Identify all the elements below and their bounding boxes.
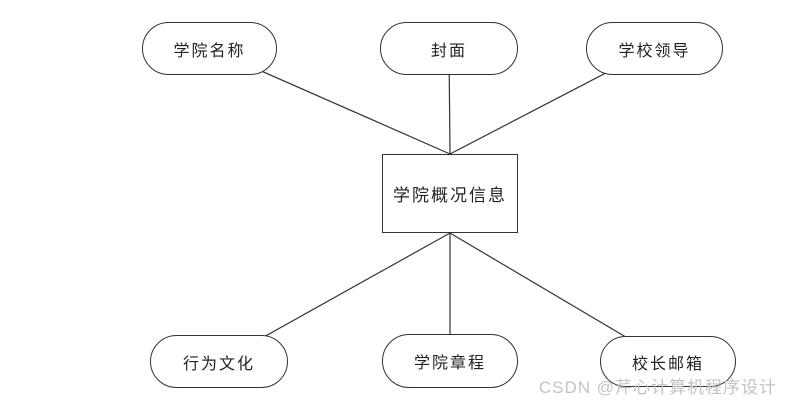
attribute-node-cover: 封面	[380, 22, 518, 75]
entity-node-college-overview: 学院概况信息	[382, 154, 518, 233]
attribute-label: 学院名称	[173, 42, 246, 60]
attribute-node-principal-mailbox: 校长邮箱	[600, 336, 736, 387]
attribute-node-school-leaders: 学校领导	[586, 22, 723, 75]
entity-label: 学院概况信息	[393, 186, 507, 205]
attribute-label: 学校领导	[618, 42, 691, 60]
attribute-label: 学院章程	[413, 355, 486, 372]
attribute-label: 校长邮箱	[631, 355, 704, 373]
attribute-label: 封面	[430, 42, 467, 60]
csdn-watermark: CSDN @芹心计算机程序设计	[538, 378, 777, 397]
attribute-node-behavior-culture: 行为文化	[150, 335, 288, 388]
attribute-node-college-charter: 学院章程	[382, 334, 518, 388]
attribute-label: 行为文化	[182, 355, 255, 373]
attribute-node-college-name: 学院名称	[142, 22, 277, 75]
